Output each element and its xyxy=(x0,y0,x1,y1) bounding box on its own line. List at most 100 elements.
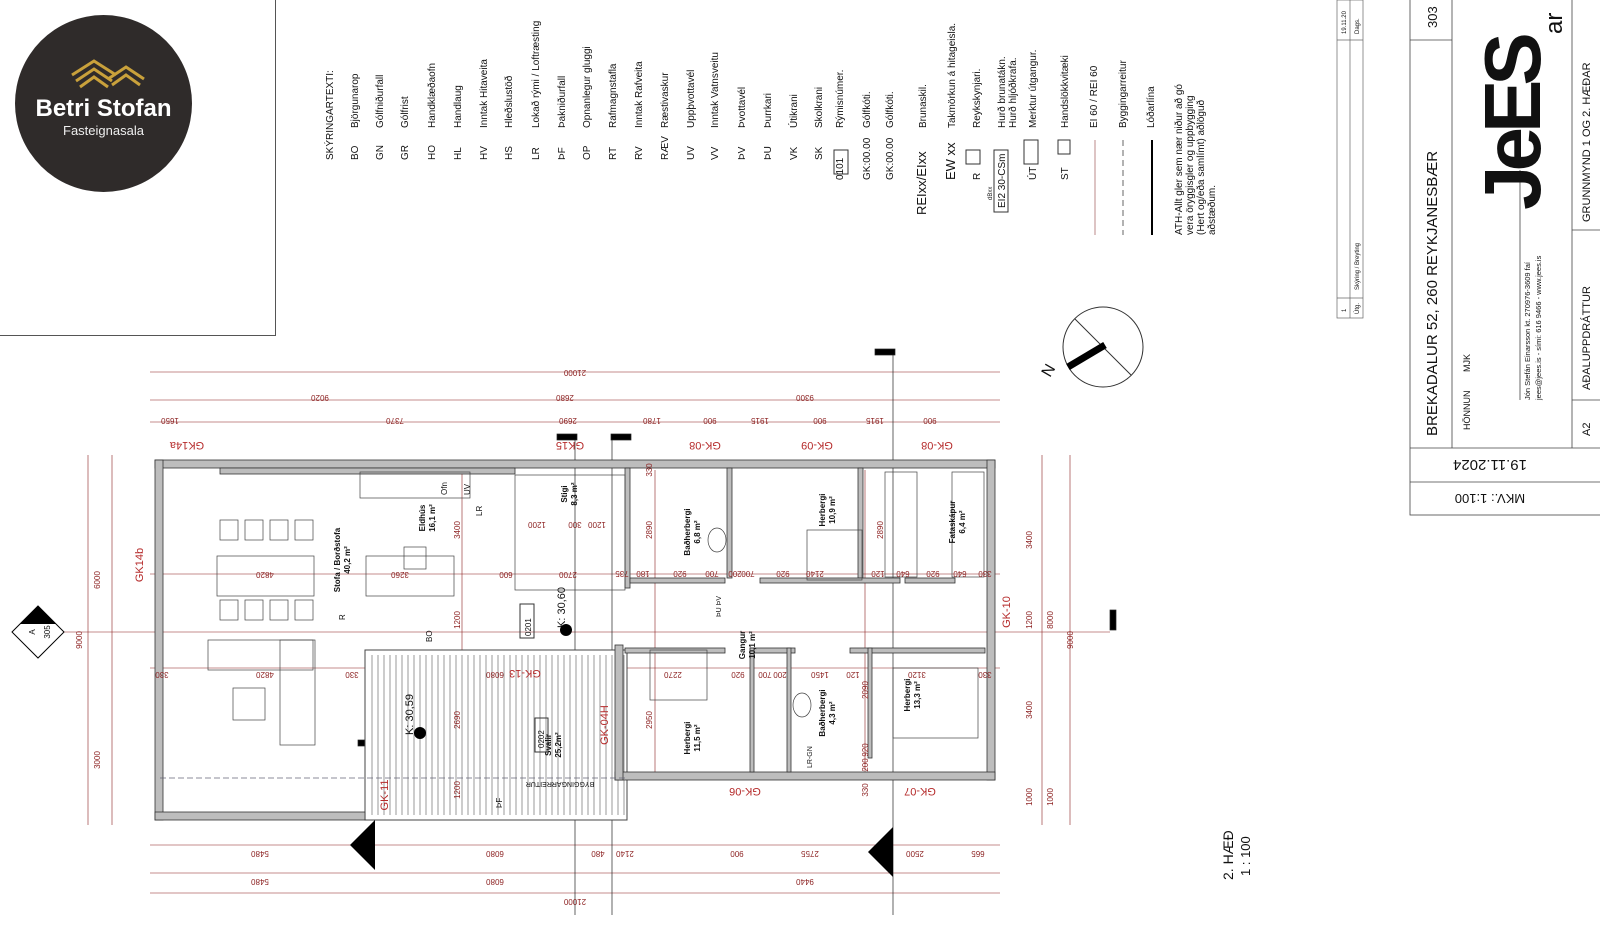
legend-symbol-label: EI 60 / REI 60 xyxy=(1089,65,1100,128)
legend-code: LR xyxy=(531,147,542,160)
dimension-inner: 920 xyxy=(776,569,790,578)
legend-code: ÞU xyxy=(763,146,774,160)
room-name: Eldhús xyxy=(418,504,427,531)
dimension-top: 7370 xyxy=(386,416,404,425)
legend-symbol-label: Merktur útgangur. xyxy=(1028,50,1039,128)
level-marker-icon xyxy=(414,727,426,739)
dimension-inner: 120 xyxy=(846,670,860,679)
room-area: 6,4 m² xyxy=(958,510,967,533)
revision-table xyxy=(1336,0,1364,319)
dimension-inner: 920 xyxy=(926,569,940,578)
room-number-box xyxy=(519,603,535,639)
dimension-bottom: 21000 xyxy=(563,897,586,906)
grid-label: GK-09 xyxy=(801,439,833,451)
dimension-left: 9000 xyxy=(75,631,84,649)
legend-label: Inntak Hitaveita xyxy=(479,59,490,128)
dimension-inner: 2140 xyxy=(806,569,824,578)
dimension-inner: 735 xyxy=(615,569,629,578)
drawing-number: 303 xyxy=(1425,6,1440,28)
dimension-inner: 700 xyxy=(705,569,719,578)
legend-label: Handklæðaofn xyxy=(426,63,438,128)
building-line-label: BYGGINGARREITUR xyxy=(526,780,594,787)
section-letter: A xyxy=(28,629,37,635)
grid-label: GK-11 xyxy=(379,780,391,811)
rev-header: Útg. xyxy=(1354,303,1361,314)
legend-label: Útikrani xyxy=(787,94,800,128)
balcony xyxy=(364,649,628,821)
logo-frame xyxy=(0,0,276,336)
dimension-right: 1200 xyxy=(1025,611,1034,629)
legend-symbol-box xyxy=(833,149,849,175)
title-date: 19.11.2024 xyxy=(1453,456,1527,473)
dimension-right: 8000 xyxy=(1046,611,1055,629)
legend-note-line: ATH-Allt gler sem nær niður að gó xyxy=(1173,84,1185,235)
room-area: 11,5 m² xyxy=(693,724,702,751)
architect-line-2: jees@jees.is - sími: 616 9466 - www.jees… xyxy=(1534,255,1543,401)
legend-symbol-box xyxy=(993,149,1009,213)
room-name: Stigi xyxy=(560,485,569,502)
dimension-inner: 4820 xyxy=(256,670,274,679)
dimension-inner: 200 xyxy=(773,670,787,679)
room-area: 16,1 m² xyxy=(428,504,437,532)
firm-logo: JeES xyxy=(1468,35,1557,210)
legend-code: HL xyxy=(453,147,464,160)
legend-symbol-label: Handslökkvitæki xyxy=(1060,55,1071,128)
legend-code: HO xyxy=(427,145,438,160)
dimension-top: 900 xyxy=(813,416,827,425)
dimension-inner: 920 xyxy=(861,743,870,757)
legend-note-line: vera öryggisgler og uppbygging xyxy=(1185,95,1196,235)
level-marker-icon xyxy=(560,624,572,636)
legend-symbol-sub: dBxx xyxy=(988,187,994,200)
dimension-bottom: 9440 xyxy=(796,877,814,886)
dimension-bottom: 5480 xyxy=(251,849,269,858)
dimension-inner: 4820 xyxy=(256,570,274,579)
change-header: Skýring / Breyting xyxy=(1355,243,1361,290)
grid-label: GK-07 xyxy=(904,785,936,797)
section-sheet: 305 xyxy=(43,625,52,639)
dimension-bottom: 5480 xyxy=(251,877,269,886)
dimension-inner: 3400 xyxy=(453,521,462,539)
dimension-left: 6000 xyxy=(93,571,102,589)
legend-code: VK xyxy=(789,146,800,160)
dimension-inner: 200 xyxy=(861,758,870,772)
dimension-inner: 1450 xyxy=(811,670,829,679)
room-name: Herbergi xyxy=(818,494,827,527)
project-title: BREKADALUR 52, 260 REYKJANESBÆR xyxy=(1424,151,1441,436)
floor-level-2: K: 30,59 xyxy=(404,694,416,735)
dimension-inner: 6080 xyxy=(486,670,504,679)
legend-symbol-label: Takmörkun á hitageisla. xyxy=(947,23,958,128)
legend-label: Skolkrani xyxy=(814,87,825,128)
room-name: Herbergi xyxy=(903,679,912,712)
legend-label: Lokað rými / Loftræsting xyxy=(530,21,542,128)
dimension-bottom: 665 xyxy=(971,849,985,858)
dimension-bottom: 2500 xyxy=(906,849,924,858)
rev-date: 19.11.20 xyxy=(1342,10,1348,34)
dimension-top: 1650 xyxy=(161,416,179,425)
grid-label: GK-08 xyxy=(689,439,721,451)
rev-number: 1 xyxy=(1342,308,1348,312)
dimension-inner: 1200 xyxy=(528,520,546,529)
room-area: 10,9 m² xyxy=(828,496,837,524)
dimension-inner: 2890 xyxy=(645,521,654,539)
logo-subtitle: Fasteignasala xyxy=(63,123,144,138)
dimension-inner: 2700 xyxy=(559,570,577,579)
room-area: 40,2 m² xyxy=(343,546,352,574)
dimension-inner: 1200 xyxy=(588,520,606,529)
legend-note-line: (Hert og/eða samlímt) aðlöguð xyxy=(1195,99,1207,235)
grid-label: GK14a xyxy=(169,439,204,451)
legend-label: Uppþvottavél xyxy=(686,70,697,128)
dimension-bottom: 900 xyxy=(730,849,744,858)
dimension-inner: 120 xyxy=(871,569,885,578)
dimension-bottom: 480 xyxy=(591,849,605,858)
room-area: 10,1 m² xyxy=(748,631,757,659)
dimension-inner: 2890 xyxy=(876,521,885,539)
legend-symbol-code: R xyxy=(972,173,983,180)
dimension-right: 3400 xyxy=(1025,701,1034,719)
dimension-inner: 640 xyxy=(953,569,967,578)
dimension-inner: 3120 xyxy=(908,670,926,679)
room-number-0201: 0201 xyxy=(524,618,533,636)
fixture-bo: BO xyxy=(425,630,434,642)
legend-note-line: aðstæðum. xyxy=(1206,185,1218,235)
